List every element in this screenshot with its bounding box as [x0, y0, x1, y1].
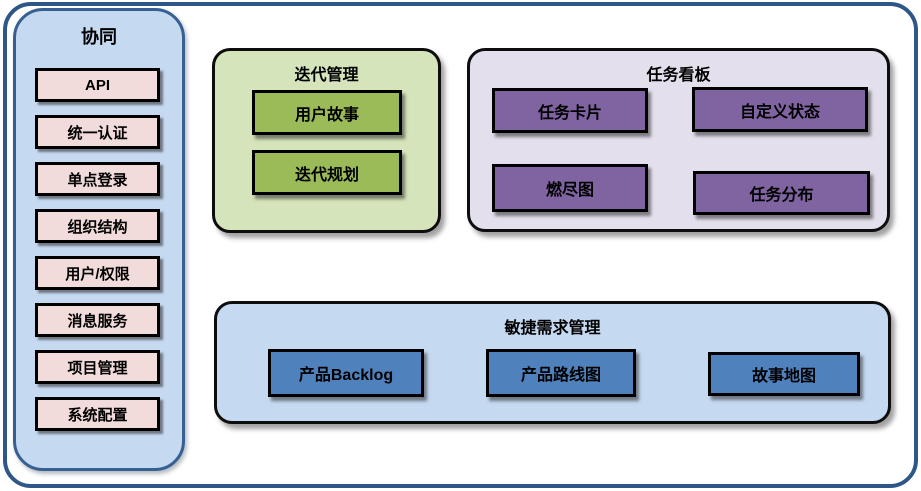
sidebar-item-system-config: 系统配置	[35, 397, 160, 431]
card-product-roadmap: 产品路线图	[486, 349, 636, 397]
card-story-map: 故事地图	[708, 352, 860, 396]
card-custom-status: 自定义状态	[692, 87, 868, 132]
group-requirements-title: 敏捷需求管理	[504, 320, 601, 337]
outer-frame	[3, 2, 918, 488]
card-product-backlog: 产品Backlog	[268, 349, 424, 397]
sidebar-item-message-service: 消息服务	[35, 303, 160, 337]
card-burndown-chart: 燃尽图	[492, 164, 648, 212]
group-kanban-title: 任务看板	[646, 67, 711, 84]
sidebar-item-api: API	[35, 68, 160, 102]
sidebar-title: 协同	[81, 27, 117, 47]
group-agile-requirements: 敏捷需求管理 产品Backlog 产品路线图 故事地图	[214, 301, 891, 424]
sidebar-item-org-structure: 组织结构	[35, 209, 160, 243]
card-user-story: 用户故事	[252, 90, 402, 135]
group-task-kanban: 任务看板 任务卡片 自定义状态 燃尽图 任务分布	[467, 48, 890, 232]
card-iteration-planning: 迭代规划	[252, 150, 402, 195]
sidebar-item-single-sign-on: 单点登录	[35, 162, 160, 196]
group-iteration-management: 迭代管理 用户故事 迭代规划	[212, 48, 441, 233]
sidebar-item-unified-auth: 统一认证	[35, 115, 160, 149]
sidebar-item-user-permissions: 用户/权限	[35, 256, 160, 290]
sidebar-collaboration: 协同 API 统一认证 单点登录 组织结构 用户/权限 消息服务 项目管理 系统…	[13, 8, 185, 471]
card-task-card: 任务卡片	[492, 88, 648, 133]
card-task-distribution: 任务分布	[693, 171, 870, 215]
group-iteration-title: 迭代管理	[294, 67, 359, 84]
sidebar-item-list: API 统一认证 单点登录 组织结构 用户/权限 消息服务 项目管理 系统配置	[35, 68, 160, 431]
sidebar-item-project-management: 项目管理	[35, 350, 160, 384]
